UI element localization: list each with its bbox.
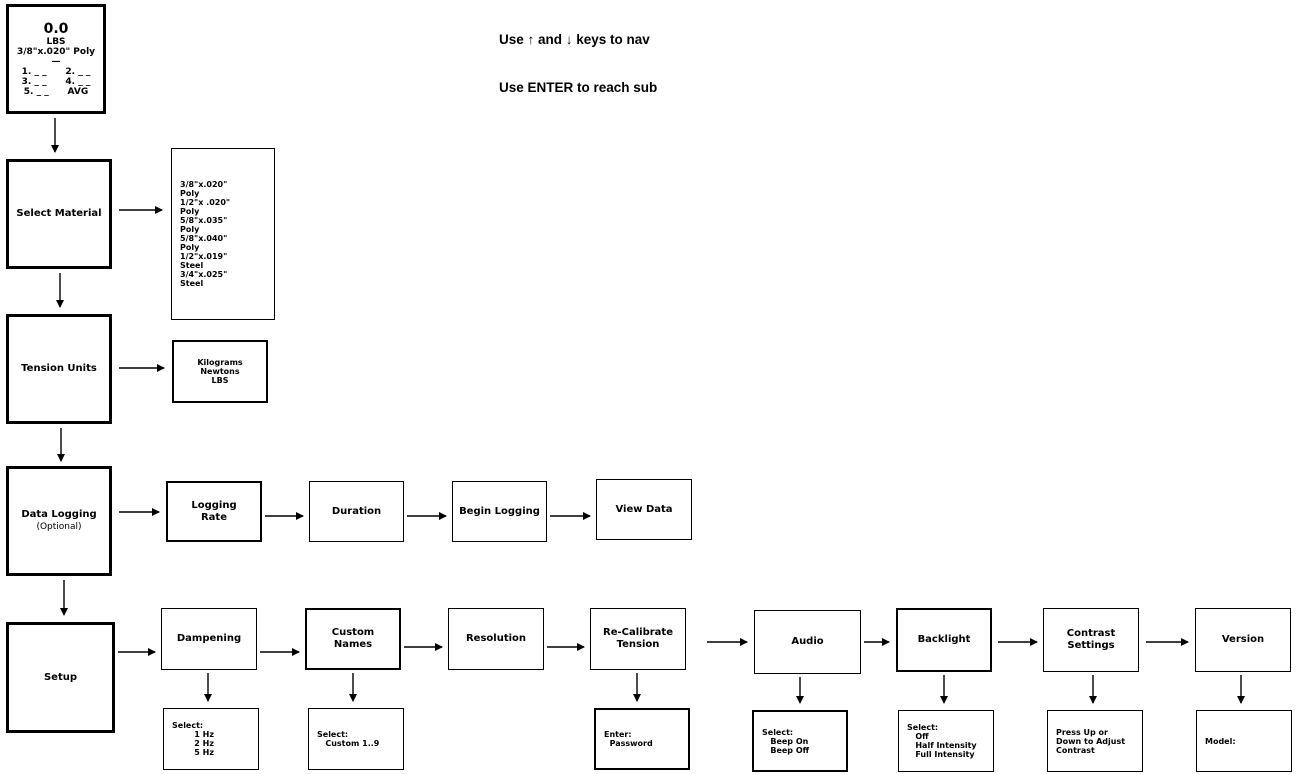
- version-option-line: Model:: [1205, 736, 1236, 746]
- audio-label: Audio: [791, 636, 824, 647]
- audio-option-line: Select:: [762, 727, 794, 737]
- select-material-label: Select Material: [16, 208, 102, 219]
- tension-units-label: Tension Units: [21, 363, 97, 374]
- unit-option-line: LBS: [211, 376, 229, 385]
- recalibrate-option-line: Enter:: [604, 730, 632, 739]
- reading-row-2: 3. _ _ 4. _ _: [21, 77, 91, 87]
- dampening-option-line: 1 Hz: [172, 730, 214, 739]
- version-box: Version: [1195, 608, 1291, 672]
- duration-label: Duration: [331, 505, 382, 517]
- custom-names-option-line: Select:: [317, 730, 349, 739]
- material-option-line: Poly: [180, 189, 200, 198]
- material-option-line: 1/2"x.019": [180, 252, 228, 261]
- material-option-line: 5/8"x.035": [180, 216, 228, 225]
- reading-row-1: 1. _ _ 2. _ _: [21, 67, 91, 77]
- dampening-label: Dampening: [176, 633, 242, 644]
- material-option-line: 1/2"x .020": [180, 198, 231, 207]
- duration-box: Duration: [309, 481, 404, 542]
- logging-rate-label: Logging Rate: [191, 499, 237, 523]
- backlight-option-line: Off: [907, 732, 929, 741]
- audio-option-line: Beep On: [762, 736, 809, 746]
- audio-option-line: Beep Off: [762, 745, 810, 755]
- data-logging-optional: (Optional): [36, 522, 82, 532]
- backlight-option-line: Half Intensity: [907, 741, 977, 750]
- data-logging-label: Data Logging: [21, 509, 97, 520]
- contrast-option-line: Contrast: [1056, 745, 1095, 755]
- logging-rate-box: Logging Rate: [166, 481, 262, 542]
- setup-label: Setup: [43, 671, 78, 683]
- audio-options-box: Select: Beep On Beep Off: [752, 710, 848, 772]
- dampening-option-line: 5 Hz: [172, 748, 214, 757]
- backlight-options-box: Select: Off Half Intensity Full Intensit…: [898, 710, 994, 772]
- resolution-box: Resolution: [448, 608, 544, 670]
- material-option-line: 5/8"x.040": [180, 234, 228, 243]
- view-data-label: View Data: [615, 503, 673, 515]
- custom-names-box: Custom Names: [305, 608, 401, 670]
- backlight-option-line: Select:: [907, 723, 939, 732]
- reading-row-3: 5. _ _ AVG: [23, 87, 89, 97]
- view-data-box: View Data: [596, 479, 692, 540]
- unit-option-line: Kilograms: [197, 358, 243, 367]
- recalibrate-box: Re-Calibrate Tension: [590, 608, 686, 670]
- unit-label: LBS: [46, 37, 66, 47]
- material-label: 3/8"x.020" Poly: [16, 47, 96, 57]
- backlight-label: Backlight: [917, 634, 971, 645]
- instruction-enter: Use ENTER to reach sub: [499, 80, 658, 95]
- material-option-line: 3/8"x.020": [180, 180, 228, 189]
- backlight-box: Backlight: [896, 608, 992, 672]
- contrast-option-line: Press Up or: [1056, 727, 1108, 737]
- custom-names-option-line: Custom 1..9: [317, 739, 380, 748]
- separator: —: [51, 57, 61, 67]
- material-option-line: Poly: [180, 207, 200, 216]
- contrast-label: Contrast Settings: [1066, 628, 1116, 651]
- contrast-box: Contrast Settings: [1043, 608, 1139, 672]
- begin-logging-label: Begin Logging: [459, 505, 540, 517]
- dampening-option-line: Select:: [172, 721, 204, 730]
- instruction-navigate: Use ↑ and ↓ keys to nav: [499, 32, 650, 47]
- version-options-box: Model:: [1196, 710, 1292, 772]
- version-label: Version: [1221, 634, 1265, 645]
- recalibrate-options-box: Enter: Password: [594, 708, 690, 770]
- audio-box: Audio: [754, 610, 861, 674]
- reading-value: 0.0: [43, 21, 69, 37]
- data-logging-box: Data Logging (Optional): [6, 466, 112, 576]
- material-option-line: Poly: [180, 225, 200, 234]
- material-option-line: Steel: [180, 261, 204, 270]
- dampening-box: Dampening: [161, 608, 257, 670]
- display-screen: 0.0 LBS 3/8"x.020" Poly — 1. _ _ 2. _ _ …: [6, 4, 106, 114]
- begin-logging-box: Begin Logging: [452, 481, 547, 542]
- material-option-line: Poly: [180, 243, 200, 252]
- tension-units-box: Tension Units: [6, 314, 112, 424]
- backlight-option-line: Full Intensity: [907, 750, 975, 759]
- unit-option-line: Newtons: [200, 367, 240, 376]
- recalibrate-label: Re-Calibrate Tension: [603, 627, 673, 650]
- contrast-option-line: Down to Adjust: [1056, 736, 1126, 746]
- recalibrate-option-line: Password: [604, 739, 653, 748]
- dampening-options-box: Select: 1 Hz 2 Hz 5 Hz: [163, 708, 259, 770]
- custom-names-options-box: Select: Custom 1..9: [308, 708, 404, 770]
- setup-box: Setup: [6, 622, 115, 733]
- material-option-line: Steel: [180, 279, 204, 288]
- dampening-option-line: 2 Hz: [172, 739, 214, 748]
- resolution-label: Resolution: [465, 633, 527, 644]
- custom-names-label: Custom Names: [331, 627, 375, 650]
- material-option-line: 3/4"x.025": [180, 270, 228, 279]
- select-material-box: Select Material: [6, 159, 112, 269]
